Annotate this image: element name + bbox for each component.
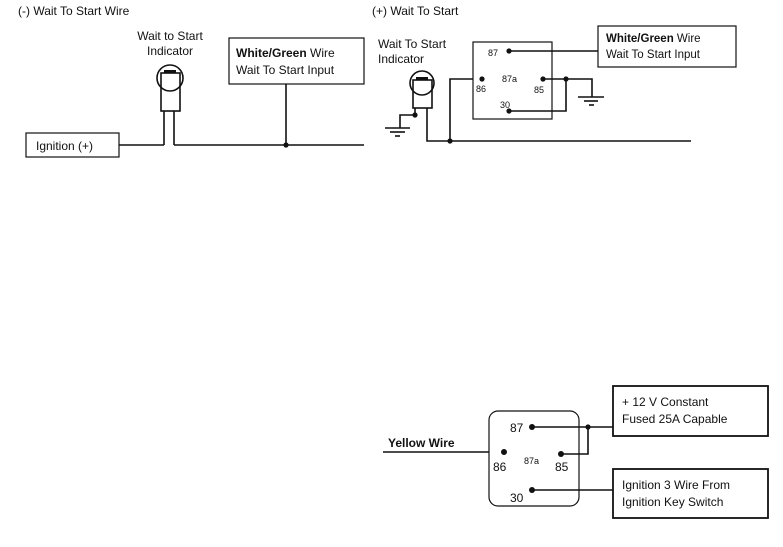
pin-85-label: 85 <box>534 85 544 95</box>
power-box-line1: + 12 V Constant <box>622 395 709 409</box>
ignition-box-line2: Ignition Key Switch <box>622 495 723 509</box>
output-wire <box>426 108 691 142</box>
negative-wait-to-start-diagram: (-) Wait To Start Wire Wait to Start Ind… <box>18 4 365 158</box>
ignition-source-box <box>612 468 769 519</box>
yellow-wire-label: Yellow Wire <box>388 436 455 450</box>
indicator-bulb-icon <box>409 70 435 109</box>
input-box-line2: Wait To Start Input <box>236 63 335 77</box>
white-green-input-box <box>228 37 365 85</box>
indicator-label-line1: Wait To Start <box>378 37 447 51</box>
input-box-rest: Wire <box>307 46 335 60</box>
indicator-bulb-icon <box>156 64 184 145</box>
ignition-box <box>25 132 120 158</box>
white-green-input-box <box>597 25 737 68</box>
relay-diagram: Yellow Wire 87 87a 86 85 30 + 12 V Const… <box>383 385 769 519</box>
pin-86-label: 86 <box>493 460 507 474</box>
input-box-rest: Wire <box>674 33 701 45</box>
relay-box <box>488 410 580 507</box>
input-box-line1: White/Green Wire <box>236 46 335 60</box>
constant-power-box <box>612 385 769 437</box>
indicator-label-line1: Wait to Start <box>137 29 203 43</box>
input-box-line1: White/Green Wire <box>606 33 701 45</box>
pin-87a-label: 87a <box>524 456 539 466</box>
pin-87-label: 87 <box>510 421 524 435</box>
ignition-box-label: Ignition (+) <box>36 139 93 153</box>
ignition-box-line1: Ignition 3 Wire From <box>622 478 730 492</box>
ground-symbol-icon <box>385 127 410 137</box>
input-box-bold: White/Green <box>606 33 674 45</box>
power-box-line2: Fused 25A Capable <box>622 412 728 426</box>
ground-symbol-icon <box>578 96 604 106</box>
relay-box <box>472 41 553 120</box>
positive-diagram-title: (+) Wait To Start <box>372 4 459 18</box>
pin-86-label: 86 <box>476 84 486 94</box>
indicator-label-line2: Indicator <box>378 52 424 66</box>
pin-85-label: 85 <box>555 460 569 474</box>
pin-30-label: 30 <box>510 491 524 505</box>
pin-30-label: 30 <box>500 100 510 110</box>
pin-87a-label: 87a <box>502 74 517 84</box>
negative-diagram-title: (-) Wait To Start Wire <box>18 4 130 18</box>
input-box-bold: White/Green <box>236 46 307 60</box>
indicator-label-line2: Indicator <box>147 44 193 58</box>
positive-wait-to-start-diagram: (+) Wait To Start Wait To Start Indicato… <box>372 4 737 144</box>
pin-87-label: 87 <box>488 48 498 58</box>
input-box-line2: Wait To Start Input <box>606 49 701 61</box>
